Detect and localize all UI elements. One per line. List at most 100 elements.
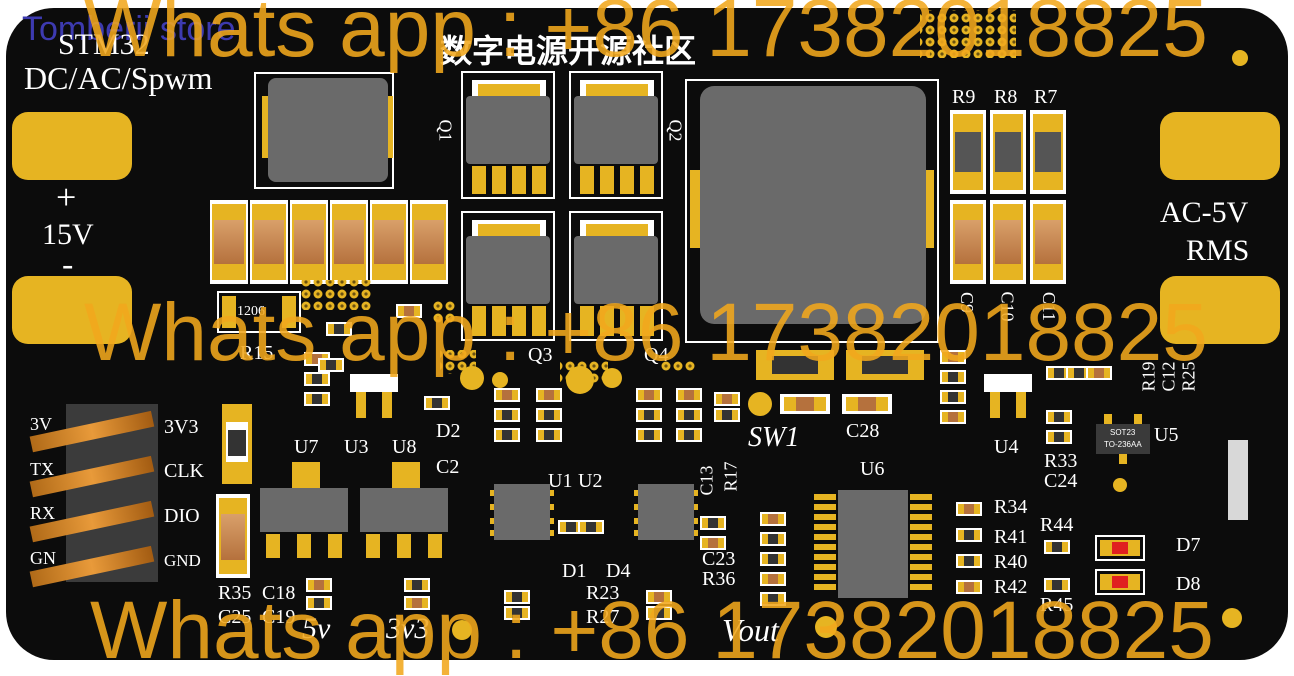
refdes-r36: R36	[702, 568, 736, 590]
refdes-c18: C18	[262, 582, 296, 604]
smd-body	[404, 306, 414, 316]
smd-body	[312, 374, 322, 384]
smd-body	[768, 534, 778, 544]
passive-0402-array	[304, 304, 1112, 620]
refdes-r23: R23	[586, 582, 620, 604]
small-cap-label: 1206	[237, 304, 265, 319]
smd-body	[502, 390, 512, 400]
board-title-line2: DC/AC/Spwm	[24, 60, 213, 96]
smd-body	[722, 410, 732, 420]
smd-body	[512, 592, 522, 602]
output-capacitors	[950, 200, 1066, 284]
smd-body	[654, 592, 664, 602]
refdes-d8: D8	[1176, 573, 1201, 595]
refdes-r40: R40	[994, 551, 1028, 573]
smd-body	[502, 410, 512, 420]
smd-body	[512, 608, 522, 618]
refdes-u4: U4	[994, 436, 1019, 458]
refdes-c19: C19	[262, 606, 296, 628]
refdes-u3: U3	[344, 436, 369, 458]
smd-body	[432, 398, 442, 408]
refdes-r27: R27	[586, 606, 620, 628]
pad-input-plus	[12, 112, 132, 180]
pcb-board-svg	[6, 8, 1288, 660]
mcu-u6	[814, 490, 932, 598]
smd-body	[544, 410, 554, 420]
output-label-2: RMS	[1186, 234, 1250, 267]
refdes-c25: C25	[218, 606, 252, 628]
refdes-d4: D4	[606, 560, 631, 582]
refdes-c2: C2	[436, 456, 460, 478]
watermark-line-3: Whats app : +86 17382018825	[90, 585, 1214, 676]
chip-u5	[1096, 424, 1150, 454]
smd-body	[644, 430, 654, 440]
smd-body	[964, 556, 974, 566]
pcb-render: Tomberii store STM32 DC/AC/Spwm 数字电源开源社区…	[6, 0, 1288, 672]
smd-body	[964, 504, 974, 514]
output-label-1: AC-5V	[1160, 196, 1249, 229]
refdes-u5-chip-2: TO-236AA	[1104, 440, 1142, 449]
chip-u2	[638, 484, 694, 540]
pin-left-1: 3V	[30, 414, 52, 434]
smd-body	[684, 390, 694, 400]
refdes-c13: C13	[696, 465, 717, 496]
input-voltage-label: 15V	[42, 218, 94, 251]
refdes-c23: C23	[702, 548, 736, 570]
smd-body	[644, 410, 654, 420]
refdes-r44: R44	[1040, 514, 1074, 536]
input-capacitor-row	[210, 200, 448, 284]
refdes-r9: R9	[952, 86, 976, 108]
refdes-r35: R35	[218, 582, 252, 604]
refdes-r8: R8	[994, 86, 1018, 108]
inductor-left	[268, 78, 388, 182]
vout-label: Vout	[722, 612, 779, 648]
mosfet-q4	[569, 211, 663, 341]
pad-output-2	[1160, 276, 1280, 344]
small-sot-parts	[350, 350, 1032, 418]
smd-body	[684, 410, 694, 420]
pad-input-minus	[12, 276, 132, 344]
refdes-u5: U5	[1154, 424, 1179, 446]
smd-body	[722, 394, 732, 404]
smd-body	[1094, 368, 1104, 378]
refdes-c24: C24	[1044, 470, 1078, 492]
smd-body	[768, 594, 778, 604]
smd-body	[326, 360, 336, 370]
smd-body	[1052, 542, 1062, 552]
smd-body	[1052, 580, 1062, 590]
refdes-d2: D2	[436, 420, 461, 442]
refdes-q2: Q2	[665, 119, 686, 142]
smd-body	[1054, 412, 1064, 422]
watermark-line-2: Whats app : +86 17382018825	[84, 287, 1208, 378]
refdes-u8: U8	[392, 436, 417, 458]
refdes-r15: R15	[240, 342, 274, 364]
smd-body	[948, 412, 958, 422]
sw1-label: SW1	[748, 422, 800, 453]
watermark-line-1: Whats app : +86 17382018825	[84, 0, 1208, 74]
smd-body	[1054, 368, 1064, 378]
power-inductor	[700, 86, 926, 324]
refdes-r42: R42	[994, 576, 1028, 598]
refdes-r41: R41	[994, 526, 1028, 548]
smd-body	[768, 574, 778, 584]
rail-5v-label: 5v	[302, 612, 331, 645]
refdes-u1: U1	[548, 470, 573, 492]
smd-body	[964, 530, 974, 540]
smd-body	[544, 390, 554, 400]
smd-body	[566, 522, 576, 532]
refdes-r34: R34	[994, 496, 1028, 518]
refdes-c28: C28	[846, 420, 880, 442]
brand-text: Tomberii store	[22, 10, 236, 48]
smd-body	[544, 430, 554, 440]
smd-body	[644, 390, 654, 400]
smd-body	[1074, 368, 1084, 378]
smd-body	[684, 430, 694, 440]
refdes-r45: R45	[1040, 594, 1074, 616]
smd-body	[314, 580, 324, 590]
swd-header	[29, 404, 158, 588]
input-plus-label: +	[56, 177, 77, 217]
refdes-u5-chip-1: SOT23	[1110, 428, 1136, 437]
pad-output-1	[1160, 112, 1280, 180]
input-minus-label: -	[62, 246, 74, 283]
pin-left-3: RX	[30, 503, 56, 523]
